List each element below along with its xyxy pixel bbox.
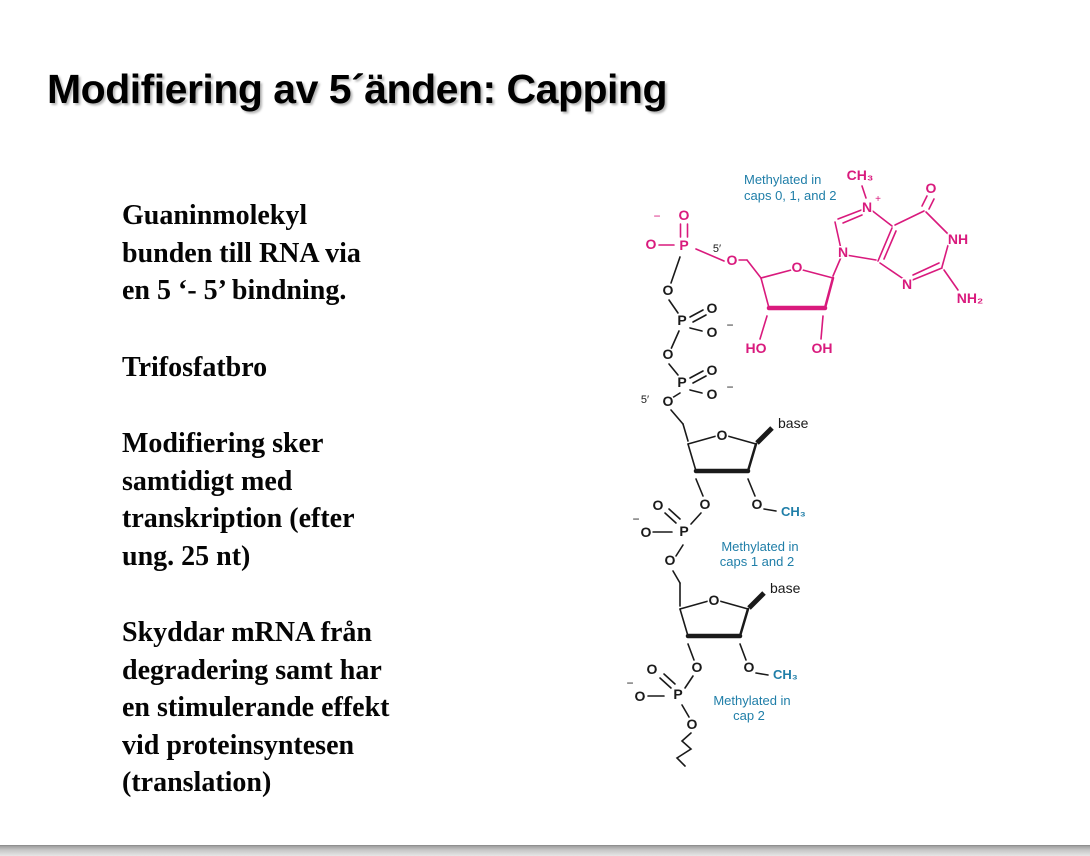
atom-label: OH [812,340,833,356]
atom-label: O [709,592,720,608]
base-label: base [778,415,809,431]
atom-label: O [635,688,646,704]
cap-bond-group [658,185,959,340]
atom-label: HO [746,340,767,356]
phosphorus-label: P [677,312,686,328]
atom-label: O [792,259,803,275]
atom-label: O [707,324,718,340]
five-prime-label: 5′ [641,394,649,406]
methyl-label: CH₃ [781,504,806,519]
atom-label: O [727,252,738,268]
atom-label: O [744,659,755,675]
atom-label: O [679,207,690,223]
atom-label: O [653,497,664,513]
paragraph-guanine: Guaninmolekyl bunden till RNA via en 5 ‘… [122,200,361,306]
paragraph-timing: Modifiering sker samtidigt med transkrip… [122,428,355,572]
phosphorus-label: P [673,686,682,702]
atom-label: N [862,199,872,215]
methylation-annotation-cap1: Methylated in [721,539,798,554]
five-prime-label: 5′ [713,243,721,255]
atom-label: O [647,661,658,677]
atom-label: O [665,552,676,568]
methyl-label: CH₃ [773,667,798,682]
atom-label: O [707,362,718,378]
paragraph-triphosphate: Trifosfatbro [122,351,268,383]
phosphorus-label: P [679,523,688,539]
charge-label: + [875,194,881,205]
methylation-annotation-cap0: caps 0, 1, and 2 [744,188,837,203]
slide-body-text: Guaninmolekyl bunden till RNA via en 5 ‘… [122,197,492,841]
atom-label: N [902,276,912,292]
atom-label: O [663,282,674,298]
atom-label: O [646,236,657,252]
atom-label: O [663,393,674,409]
slide-bottom-edge [0,845,1090,856]
phosphorus-label: P [679,237,688,253]
methylation-annotation-cap0: Methylated in [744,172,821,187]
methyl-label: CH₃ [847,167,874,183]
atom-label: NH₂ [957,290,983,306]
slide-title: Modifiering av 5´änden: Capping [47,66,668,112]
charge-label: − [626,676,633,690]
atom-label: O [707,386,718,402]
atom-label: O [687,716,698,732]
atom-label: O [926,180,937,196]
charge-label: − [632,512,639,526]
methylation-annotation-cap1: caps 1 and 2 [720,554,794,569]
charge-label: − [653,209,660,223]
methylation-annotation-cap2: Methylated in [713,693,790,708]
atom-label: O [707,300,718,316]
atom-label: O [752,496,763,512]
paragraph-function: Skyddar mRNA från degradering samt har e… [122,617,390,798]
atom-label: O [717,427,728,443]
phosphorus-label: P [677,374,686,390]
rna-bond-group [647,256,777,767]
charge-label: − [726,318,733,332]
atom-label: NH [948,231,968,247]
atom-label: O [692,659,703,675]
atom-label: O [663,346,674,362]
base-label: base [770,580,801,596]
charge-label: − [726,380,733,394]
atom-label: N [838,244,848,260]
atom-label: O [700,496,711,512]
atom-label: O [641,524,652,540]
methylation-annotation-cap2: cap 2 [733,708,765,723]
